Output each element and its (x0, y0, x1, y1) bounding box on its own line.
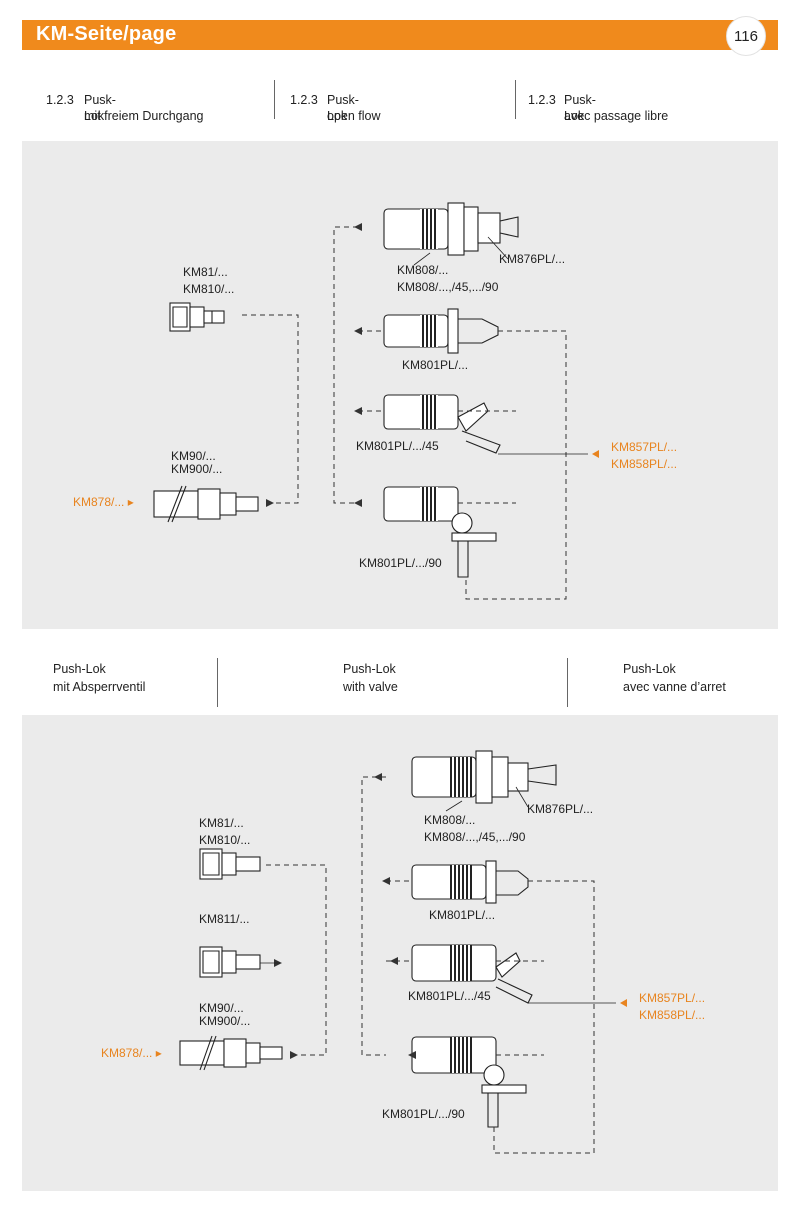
label-km801-45: KM801PL/.../45 (408, 989, 491, 1003)
section1-heading-de: 1.2.3 Pusk-Lok mit freiem Durchgang (46, 92, 204, 123)
label-km81: KM81/... (199, 816, 244, 830)
label-km811: KM811/... (199, 912, 250, 926)
label-km810: KM810/... (199, 833, 251, 847)
label-km808-variants: KM808/...,/45,.../90 (424, 830, 526, 844)
heading-line2: with valve (343, 680, 398, 694)
plug-km810-icon (199, 848, 261, 880)
label-km900: KM900/... (171, 462, 223, 476)
connection-diagram-with-valve (179, 750, 627, 1154)
plug-km900-icon (179, 1035, 283, 1071)
plug-km811-icon (199, 946, 261, 978)
label-km857: KM857PL/... (639, 991, 706, 1005)
label-km801-45: KM801PL/.../45 (356, 439, 439, 453)
heading-line2: mit Absperrventil (53, 680, 146, 694)
heading-line1: Pusk-Lok (564, 93, 596, 123)
column-divider (567, 658, 568, 707)
coupler-km801-45-icon (411, 944, 533, 1004)
label-km810: KM810/... (183, 282, 235, 296)
heading-line1: Push-Lok (343, 662, 396, 676)
plug-km900-icon (153, 485, 259, 523)
diagram-panel-with-valve (22, 715, 778, 1191)
section2-heading-en: Push-Lok with valve (343, 661, 398, 695)
coupler-km801-icon (383, 308, 499, 354)
heading-line2: avec vanne d’arret (623, 680, 726, 694)
coupler-km801-90-icon (383, 486, 497, 578)
section-number: 1.2.3 (290, 93, 318, 107)
label-km90: KM90/... (171, 449, 216, 463)
label-km801: KM801PL/... (402, 358, 469, 372)
label-km876: KM876PL/... (527, 802, 594, 816)
heading-line2: mit freiem Durchgang (84, 109, 204, 123)
label-km878: KM878/... ▸ (101, 1046, 162, 1060)
column-divider (274, 80, 275, 119)
coupler-km801-45-icon (383, 394, 501, 454)
heading-line1: Push-Lok (623, 662, 676, 676)
label-km81: KM81/... (183, 265, 228, 279)
label-km858: KM858PL/... (611, 457, 678, 471)
heading-line1: Pusk-Lok (327, 93, 359, 123)
coupler-km801-90-icon (411, 1036, 527, 1128)
section-number: 1.2.3 (46, 93, 74, 107)
coupler-km808-icon (383, 202, 519, 256)
coupler-km801-icon (411, 860, 529, 904)
heading-line2: open flow (327, 109, 381, 123)
section2-heading-de: Push-Lok mit Absperrventil (53, 661, 145, 695)
label-km858: KM858PL/... (639, 1008, 706, 1022)
label-km801-90: KM801PL/.../90 (382, 1107, 465, 1121)
label-km808: KM808/... (424, 813, 476, 827)
label-km90: KM90/... (199, 1001, 244, 1015)
label-km808: KM808/... (397, 263, 449, 277)
plug-km810-icon (169, 302, 225, 332)
page-title: KM-Seite/page (36, 23, 177, 45)
label-km876: KM876PL/... (499, 252, 566, 266)
section2-heading-fr: Push-Lok avec vanne d’arret (623, 661, 726, 695)
page-number-badge: 116 (726, 16, 766, 56)
column-divider (217, 658, 218, 707)
heading-line1: Push-Lok (53, 662, 106, 676)
column-divider (515, 80, 516, 119)
heading-line2: avec passage libre (564, 109, 669, 123)
section1-heading-fr: 1.2.3 Pusk-Lok avec passage libre (528, 92, 668, 123)
label-km878: KM878/... ▸ (73, 495, 134, 509)
connection-diagram-open-flow (153, 202, 599, 600)
section1-heading-en: 1.2.3 Pusk-Lok open flow (290, 92, 381, 123)
coupler-km808-icon (411, 750, 557, 804)
section-number: 1.2.3 (528, 93, 556, 107)
label-km808-variants: KM808/...,/45,.../90 (397, 280, 499, 294)
label-km900: KM900/... (199, 1014, 251, 1028)
label-km857: KM857PL/... (611, 440, 678, 454)
label-km801-90: KM801PL/.../90 (359, 556, 442, 570)
label-km801: KM801PL/... (429, 908, 496, 922)
heading-line1: Pusk-Lok (84, 93, 116, 123)
header-bar: KM-Seite/page (22, 20, 778, 50)
